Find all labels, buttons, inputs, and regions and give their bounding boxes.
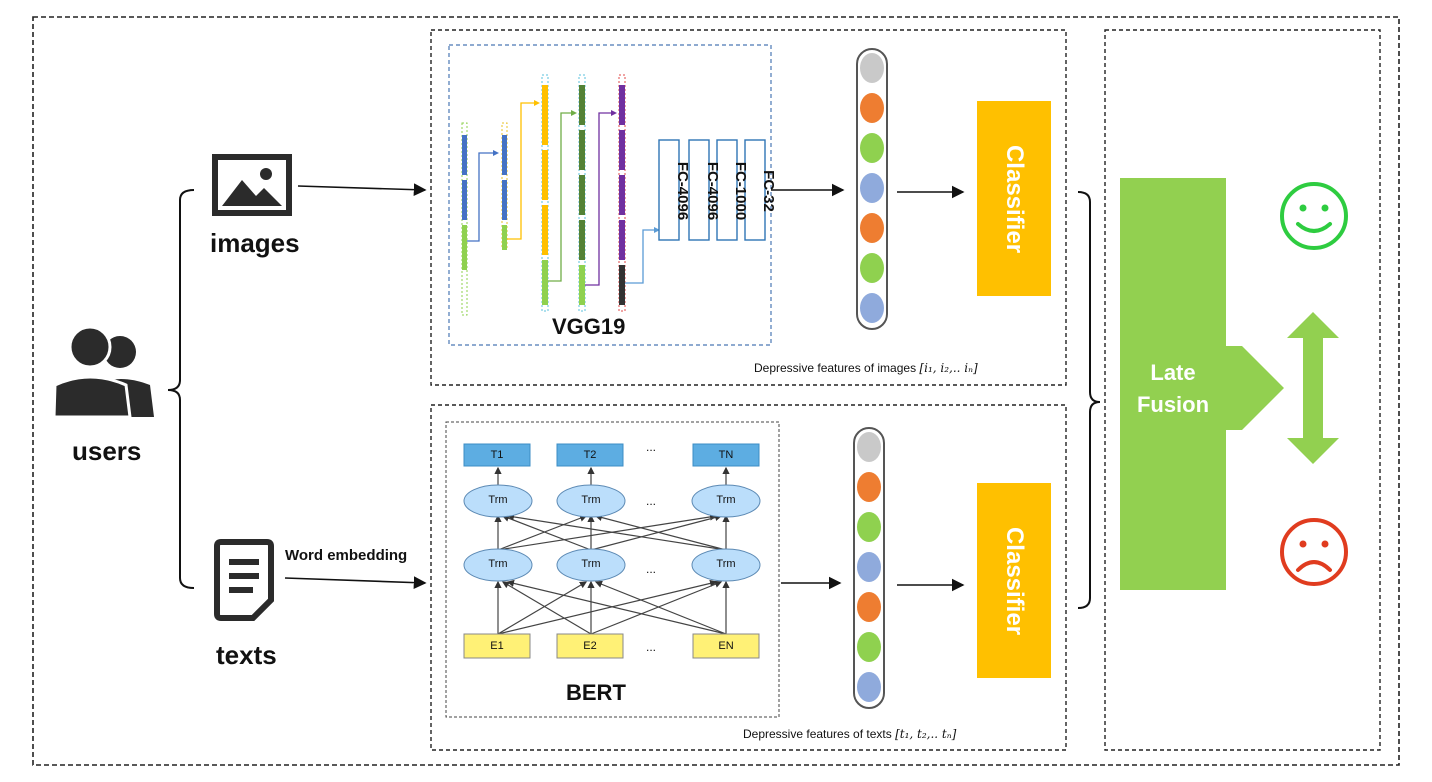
image-feature-dot-4: [860, 173, 884, 203]
classifier-image-label: Classifier: [1001, 144, 1028, 254]
users-label: users: [72, 436, 142, 466]
text-feature-dot-6: [857, 632, 881, 662]
text-feature-dot-2: [857, 472, 881, 502]
image-feature-dot-6: [860, 253, 884, 283]
vgg19-frame: [448, 44, 772, 346]
bert-frame: [445, 421, 780, 718]
classifier-text: [977, 483, 1051, 678]
arrow-images-to-vgg: [297, 183, 427, 197]
bert-ellipsis-bottom: ...: [646, 640, 657, 654]
texts-label: texts: [216, 640, 277, 670]
right-bracket: [1077, 191, 1101, 609]
text-features-caption: Depressive features of texts [t₁, t₂,.. …: [743, 727, 956, 741]
bert-output-tn: TN: [718, 449, 734, 461]
fc-layer-3: FC-1000: [732, 161, 749, 221]
text-feature-dot-3: [857, 512, 881, 542]
image-feature-vector: [856, 48, 888, 330]
fc-layer-2: FC-4096: [704, 161, 721, 221]
bert-output-t2: T2: [583, 449, 597, 461]
image-feature-dot-7: [860, 293, 884, 323]
text-branch-frame: [430, 404, 1067, 751]
bert-label: BERT: [566, 680, 626, 705]
vgg19-label: VGG19: [552, 314, 626, 339]
image-caption-math: [i₁, i₂,.. iₙ]: [919, 361, 978, 375]
text-feature-vector: [853, 427, 885, 709]
text-feature-dot-5: [857, 592, 881, 622]
image-branch-frame: [430, 29, 1067, 386]
document-icon: [214, 539, 274, 621]
text-caption-prefix: Depressive features of texts: [743, 727, 896, 741]
text-caption-math: [t₁, t₂,.. tₙ]: [895, 727, 957, 741]
text-feature-dots: [857, 432, 881, 702]
image-features-caption: Depressive features of images [i₁, i₂,..…: [754, 361, 978, 375]
image-feature-dot-3: [860, 133, 884, 163]
trm-upper-1: Trm: [488, 494, 508, 506]
bert-ellipsis-top: ...: [646, 440, 657, 454]
users-icon: [52, 325, 154, 419]
bert-diagram: [463, 443, 761, 659]
text-feature-dot-4: [857, 552, 881, 582]
trm-lower-1: Trm: [488, 558, 508, 570]
arrow-texts-to-bert: [284, 576, 427, 589]
happy-face-icon: [1280, 182, 1348, 250]
image-feature-dot-1: [860, 53, 884, 83]
late-fusion-line2: Fusion: [1136, 392, 1210, 417]
image-feature-dot-2: [860, 93, 884, 123]
trm-upper-2: Trm: [581, 494, 601, 506]
text-feature-dot-1: [857, 432, 881, 462]
image-feature-dots: [860, 53, 884, 323]
bert-input-en: EN: [718, 640, 734, 652]
bert-input-e1: E1: [490, 640, 504, 652]
word-embedding-label: Word embedding: [285, 547, 408, 564]
images-label: images: [210, 228, 300, 258]
image-feature-dot-5: [860, 213, 884, 243]
bert-output-t1: T1: [490, 449, 504, 461]
bert-ellipsis-mid1: ...: [646, 494, 657, 508]
text-feature-dot-7: [857, 672, 881, 702]
image-caption-prefix: Depressive features of images: [754, 361, 920, 375]
sad-face-icon: [1280, 518, 1348, 586]
outer-frame: [32, 16, 1400, 766]
classifier-image: [977, 101, 1051, 296]
fc-layer-4: FC-32: [760, 170, 777, 212]
late-fusion-label: Late Fusion: [1120, 357, 1226, 421]
classifier-text-label: Classifier: [1001, 526, 1028, 636]
up-down-arrow: [1287, 312, 1339, 464]
trm-lower-3: Trm: [716, 558, 736, 570]
late-fusion-line1: Late: [1150, 360, 1196, 385]
fc-layer-1: FC-4096: [674, 161, 691, 221]
vgg19-diagram: [461, 74, 766, 316]
bert-input-e2: E2: [583, 640, 597, 652]
late-fusion-block: [1120, 178, 1284, 590]
trm-lower-2: Trm: [581, 558, 601, 570]
bert-ellipsis-mid2: ...: [646, 562, 657, 576]
trm-upper-3: Trm: [716, 494, 736, 506]
image-icon: [212, 154, 292, 216]
